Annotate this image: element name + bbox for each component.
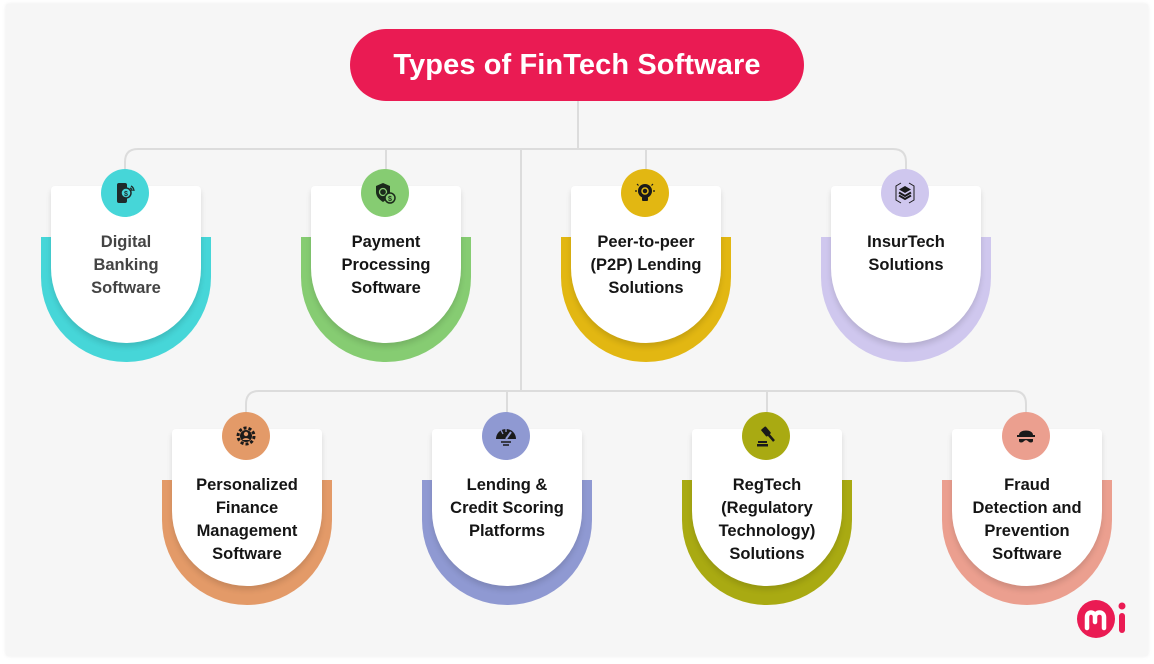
layers-icon	[881, 169, 929, 217]
svg-text:$: $	[388, 196, 392, 203]
spy-icon	[1002, 412, 1050, 460]
mobile-payment-icon: $	[101, 169, 149, 217]
shield-dollar-icon: $	[361, 169, 409, 217]
svg-text:$: $	[124, 191, 128, 198]
gavel-icon	[742, 412, 790, 460]
brand-logo	[1076, 598, 1132, 645]
diagram-title: Types of FinTech Software	[350, 29, 804, 101]
gear-user-icon	[222, 412, 270, 460]
gauge-icon	[482, 412, 530, 460]
title-text: Types of FinTech Software	[393, 48, 761, 81]
lightbulb-gear-icon	[621, 169, 669, 217]
